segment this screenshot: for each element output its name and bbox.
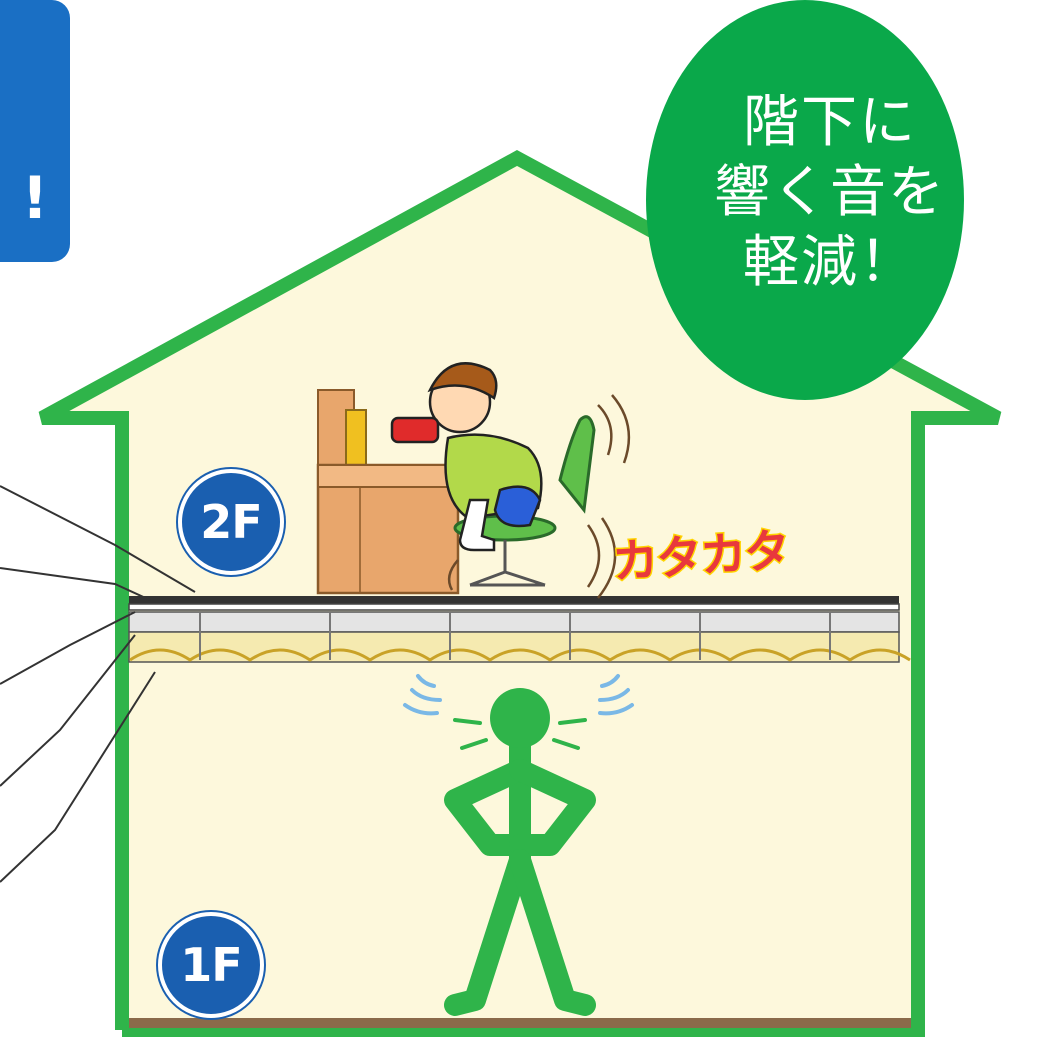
floor-subfloor-layer [128,611,900,633]
callout-line-3: 軽減！ [743,230,917,295]
floor-finish-layer [129,596,899,604]
callout-text: 階下に 響く音を 軽減！ [700,88,960,298]
callout-circle [646,0,964,400]
floor-layers [128,596,911,663]
floor-badge-2f: 2F [178,469,284,575]
vibration-marks [453,718,587,750]
ground-floor-base [129,1018,911,1028]
noise-marks [403,674,634,716]
standing-person-illustration [444,734,596,1016]
motion-lines [447,394,631,599]
corner-label-text: ! [21,164,49,232]
callout-line-2: 響く音を [714,160,946,225]
floor-board-layer [128,603,900,611]
standing-person-head [490,688,550,748]
sound-effect-label: カタカタ [609,521,791,590]
desk-illustration [316,389,460,595]
callout-line-1: 階下に [743,90,917,155]
corner-label: ! [0,0,70,262]
child-illustration [390,362,543,552]
floor-badge-1f: 1F [158,912,264,1018]
insulation-wave [129,648,911,662]
layer-leader-lines [0,485,196,883]
